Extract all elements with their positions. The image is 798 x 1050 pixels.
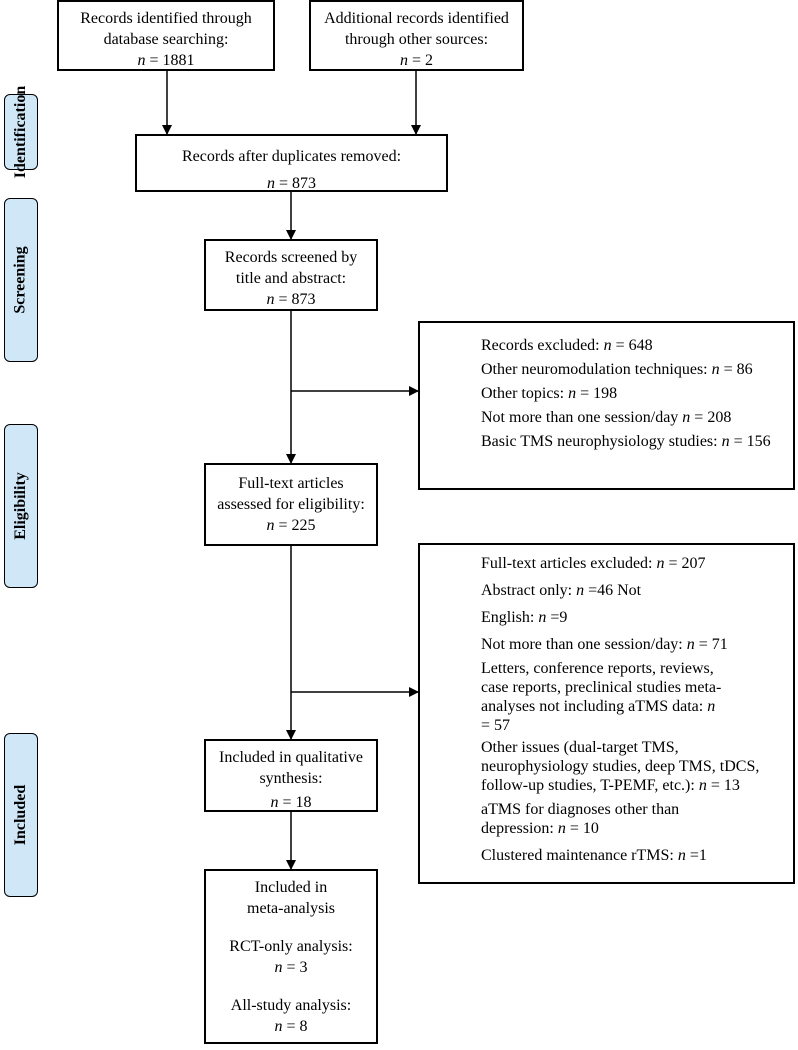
box-database-searching: Records identified through database sear…: [57, 0, 275, 71]
phase-screening: Screening: [4, 198, 38, 362]
excluded-fulltext-item: Other issues (dual-target TMS, neurophys…: [481, 739, 760, 794]
excluded-fulltext-item: aTMS for diagnoses other than depression…: [481, 801, 680, 837]
excluded-records-item: Not more than one session/day n = 208: [481, 409, 732, 426]
box-other-sources: Additional records identified through ot…: [309, 0, 524, 71]
excluded-fulltext-item: Clustered maintenance rTMS: n =1: [481, 847, 707, 864]
phase-identification: Identification: [4, 86, 38, 178]
excluded-fulltext-item: English: n =9: [481, 609, 568, 626]
excluded-fulltext-item: Not more than one session/day: n = 71: [481, 636, 728, 653]
excluded-fulltext-item: Letters, conference reports, reviews, ca…: [481, 660, 722, 734]
box-fulltext-excluded: Full-text articles excluded: n = 207 Abs…: [418, 543, 795, 884]
excluded-records-item: Other neuromodulation techniques: n = 86: [481, 361, 753, 378]
box-records-screened: Records screened by title and abstract: …: [204, 239, 378, 311]
phase-included: Included: [4, 733, 38, 897]
excluded-fulltext-item: Abstract only: n =46 Not: [481, 582, 642, 599]
excluded-records-item: Records excluded: n = 648: [481, 337, 653, 354]
excluded-records-item: Basic TMS neurophysiology studies: n = 1…: [481, 433, 771, 450]
box-duplicates-removed: Records after duplicates removed: n = 87…: [135, 134, 448, 192]
box-meta-analysis: Included in meta-analysis RCT-only analy…: [204, 869, 378, 1044]
box-records-excluded: Records excluded: n = 648 Other neuromod…: [418, 321, 795, 490]
phase-eligibility: Eligibility: [4, 424, 38, 588]
box-fulltext-assessed: Full-text articles assessed for eligibil…: [204, 463, 378, 546]
excluded-fulltext-item: Full-text articles excluded: n = 207: [481, 555, 706, 572]
excluded-records-item: Other topics: n = 198: [481, 385, 618, 402]
box-qualitative-synthesis: Included in qualitative synthesis: n = 1…: [204, 739, 378, 812]
